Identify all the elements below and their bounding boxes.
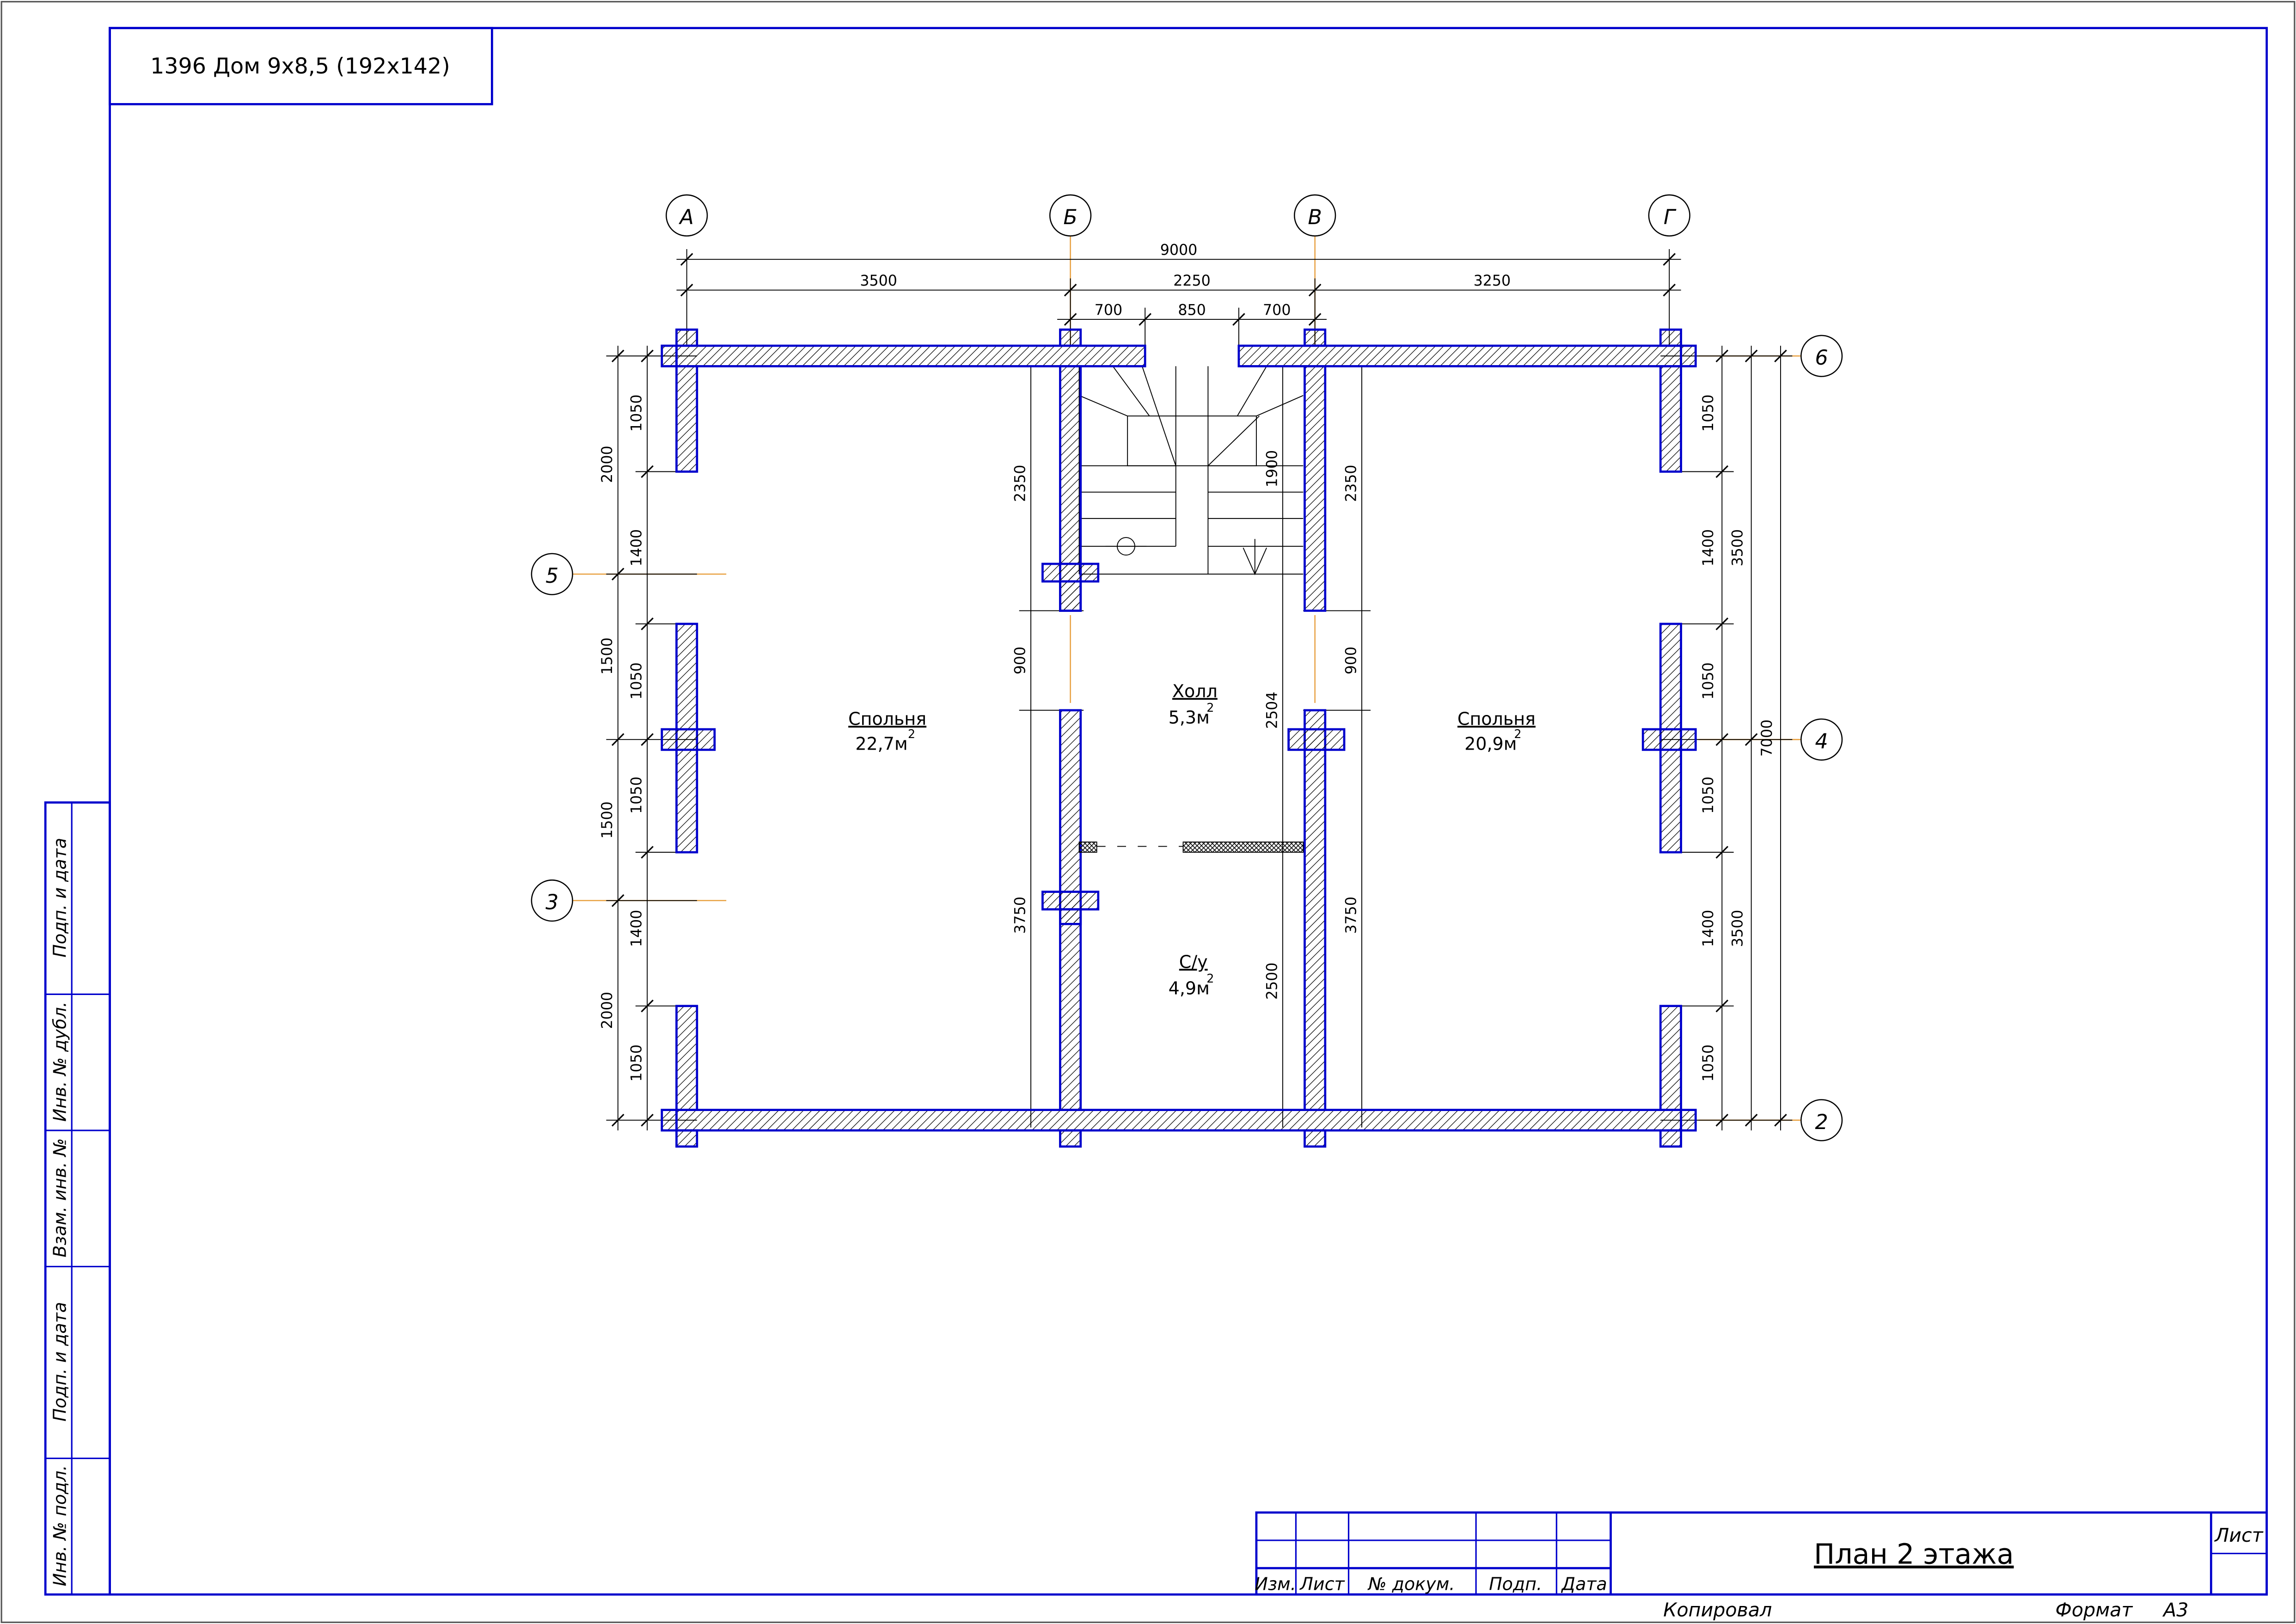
format-label: Формат: [2055, 1599, 2133, 1621]
axis-marker-b: Б: [1049, 194, 1092, 237]
svg-text:4,9м: 4,9м: [1169, 978, 1210, 998]
svg-text:2: 2: [1206, 701, 1214, 714]
title-block-header-izm: Изм.: [1255, 1574, 1296, 1594]
drawing-frame: [109, 27, 2268, 1596]
dim-right-mid-1: 3500: [1730, 529, 1746, 567]
dim-top-detail-3: 700: [1263, 302, 1291, 319]
dim-hall-2: 2500: [1264, 963, 1280, 1000]
dim-right-inner-6: 1050: [1700, 1044, 1717, 1082]
svg-text:20,9м: 20,9м: [1464, 733, 1517, 754]
axis-marker-4: 4: [1800, 718, 1843, 761]
dim-left-inner-5: 1400: [628, 910, 645, 947]
side-stamp-cell-4: Подп. и дата: [50, 1302, 70, 1422]
dimension-ticks: [611, 253, 1787, 1127]
dim-left-inner-4: 1050: [628, 776, 645, 814]
dim-left-inner-6: 1050: [628, 1044, 645, 1082]
svg-text:2: 2: [908, 727, 915, 741]
dim-col-v-2: 900: [1343, 647, 1359, 674]
sheet-label: Лист: [2214, 1524, 2263, 1546]
svg-text:6: 6: [1815, 346, 1828, 370]
axis-marker-v: В: [1294, 194, 1336, 237]
dim-col-b-1: 2350: [1012, 465, 1029, 502]
format-value: А3: [2162, 1599, 2188, 1621]
staircase: [1078, 366, 1304, 575]
partition-left: [1078, 841, 1097, 853]
dim-top-span-3: 3250: [1474, 273, 1511, 289]
svg-text:22,7м: 22,7м: [855, 733, 907, 754]
drawing-title: План 2 этажа: [1814, 1539, 2014, 1571]
axis-marker-2: 2: [1800, 1099, 1843, 1142]
dim-left-inner-2: 1400: [628, 529, 645, 567]
dim-left-inner-1: 1050: [628, 395, 645, 432]
svg-text:Б: Б: [1063, 206, 1077, 229]
title-block-header-list: Лист: [1299, 1574, 1345, 1594]
dim-right-inner-1: 1050: [1700, 395, 1717, 432]
side-stamp-cell-3: Взам. инв. №: [50, 1138, 70, 1258]
svg-text:2: 2: [1206, 971, 1214, 985]
dim-right-mid-2: 3500: [1730, 910, 1746, 947]
svg-text:3: 3: [545, 891, 558, 915]
dim-left-outer-1: 2000: [599, 446, 616, 483]
dim-top-span-2: 2250: [1173, 273, 1211, 289]
dim-left-outer-3: 1500: [599, 801, 616, 839]
dim-stair: 1900: [1264, 450, 1280, 488]
svg-text:5: 5: [545, 564, 558, 588]
title-block: [1255, 1511, 2268, 1596]
svg-text:5,3м: 5,3м: [1169, 707, 1210, 727]
side-stamp: Подп. и дата Инв. № дубл. Взам. инв. № П…: [44, 801, 111, 1596]
room-bedroom-right: Спольня 20,9м 2: [1457, 709, 1536, 754]
dim-top-span-1: 3500: [860, 273, 897, 289]
dim-col-b-2: 900: [1012, 647, 1029, 674]
dim-hall-1: 2504: [1264, 692, 1280, 729]
svg-text:Спольня: Спольня: [848, 709, 926, 729]
dim-right-total: 7000: [1759, 720, 1776, 757]
dim-right-inner-3: 1050: [1700, 662, 1717, 700]
dim-col-v-3: 3750: [1343, 897, 1359, 934]
svg-text:А: А: [679, 206, 694, 229]
side-stamp-cell-5: Инв. № подл.: [50, 1465, 70, 1586]
partition-right: [1182, 841, 1304, 853]
axis-marker-6: 6: [1800, 335, 1843, 377]
svg-text:2: 2: [1815, 1111, 1828, 1134]
title-block-header-doc: № докум.: [1367, 1574, 1455, 1594]
dim-left-inner-3: 1050: [628, 662, 645, 700]
dim-top-total: 9000: [1160, 242, 1198, 259]
side-stamp-cell-2: Инв. № дубл.: [50, 1001, 70, 1122]
walls: [661, 328, 1697, 1148]
dim-col-v-1: 2350: [1343, 465, 1359, 502]
dim-top-detail-1: 700: [1095, 302, 1122, 319]
svg-text:Спольня: Спольня: [1457, 709, 1536, 729]
dim-right-inner-5: 1400: [1700, 910, 1717, 947]
svg-text:4: 4: [1815, 730, 1828, 753]
axis-marker-3: 3: [531, 879, 573, 922]
dim-right-inner-2: 1400: [1700, 529, 1717, 567]
room-hall: Холл 5,3м 2: [1169, 681, 1218, 727]
room-bedroom-left: Спольня 22,7м 2: [848, 709, 926, 754]
axis-marker-a: А: [666, 194, 708, 237]
title-block-header-date: Дата: [1561, 1574, 1607, 1594]
axis-marker-g: Г: [1648, 194, 1690, 237]
dim-left-outer-4: 2000: [599, 992, 616, 1029]
room-bathroom: С/у 4,9м 2: [1169, 952, 1214, 998]
svg-text:2: 2: [1514, 727, 1521, 741]
side-stamp-cell-1: Подп. и дата: [50, 838, 70, 958]
project-label: 1396 Дом 9х8,5 (192х142): [150, 54, 450, 79]
project-label-box: 1396 Дом 9х8,5 (192х142): [109, 27, 493, 105]
svg-text:Г: Г: [1664, 206, 1677, 229]
svg-text:В: В: [1308, 206, 1322, 229]
copied-label: Копировал: [1663, 1599, 1772, 1621]
dim-right-inner-4: 1050: [1700, 776, 1717, 814]
dim-col-b-3: 3750: [1012, 897, 1029, 934]
dim-left-outer-2: 1500: [599, 637, 616, 675]
svg-text:С/у: С/у: [1179, 952, 1208, 972]
svg-text:Холл: Холл: [1172, 681, 1218, 701]
axis-marker-5: 5: [531, 553, 573, 595]
dim-top-detail-2: 850: [1178, 302, 1206, 319]
title-block-header-sign: Подп.: [1489, 1574, 1542, 1594]
